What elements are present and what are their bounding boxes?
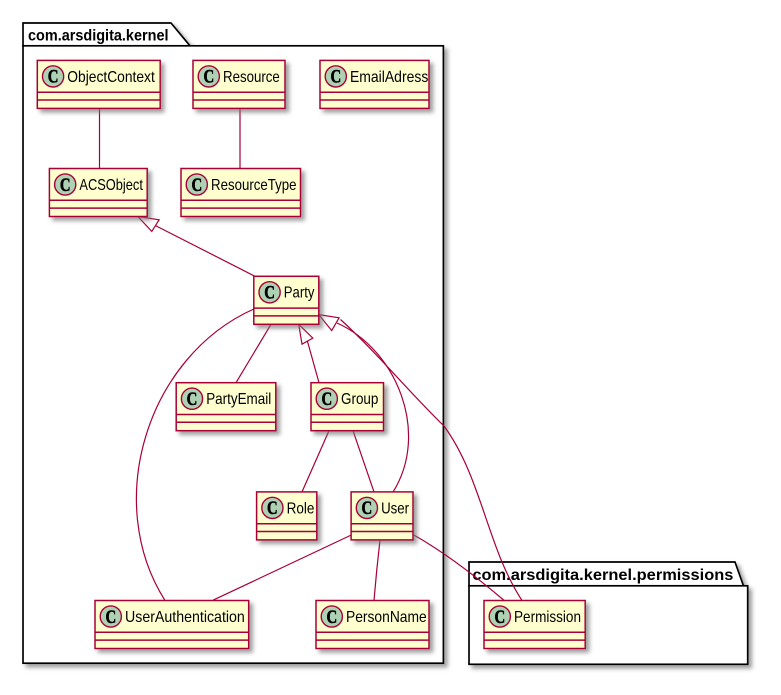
svg-text:C: C (187, 388, 198, 409)
svg-text:C: C (267, 497, 278, 518)
svg-text:C: C (326, 606, 337, 627)
svg-text:Resource: Resource (223, 69, 280, 86)
svg-text:EmailAdress: EmailAdress (350, 69, 428, 86)
svg-text:C: C (362, 497, 373, 518)
svg-text:ObjectContext: ObjectContext (67, 69, 155, 86)
svg-text:C: C (105, 606, 116, 627)
svg-text:UserAuthentication: UserAuthentication (125, 609, 245, 626)
svg-text:PersonName: PersonName (346, 609, 427, 626)
svg-text:C: C (494, 606, 505, 627)
svg-text:com.arsdigita.kernel.permissio: com.arsdigita.kernel.permissions (472, 567, 733, 584)
svg-text:ResourceType: ResourceType (211, 177, 297, 194)
svg-text:C: C (330, 66, 341, 87)
svg-text:Party: Party (284, 285, 315, 302)
svg-text:C: C (60, 174, 71, 195)
svg-text:Permission: Permission (514, 609, 581, 626)
svg-text:C: C (264, 282, 275, 303)
svg-text:C: C (321, 388, 332, 409)
svg-text:Role: Role (287, 500, 315, 517)
svg-text:com.arsdigita.kernel: com.arsdigita.kernel (28, 27, 169, 44)
svg-text:C: C (191, 174, 202, 195)
svg-text:Group: Group (341, 391, 378, 408)
svg-text:ACSObject: ACSObject (79, 177, 143, 194)
svg-text:C: C (48, 66, 59, 87)
svg-text:PartyEmail: PartyEmail (206, 391, 271, 408)
svg-text:C: C (203, 66, 214, 87)
svg-text:User: User (381, 500, 410, 517)
